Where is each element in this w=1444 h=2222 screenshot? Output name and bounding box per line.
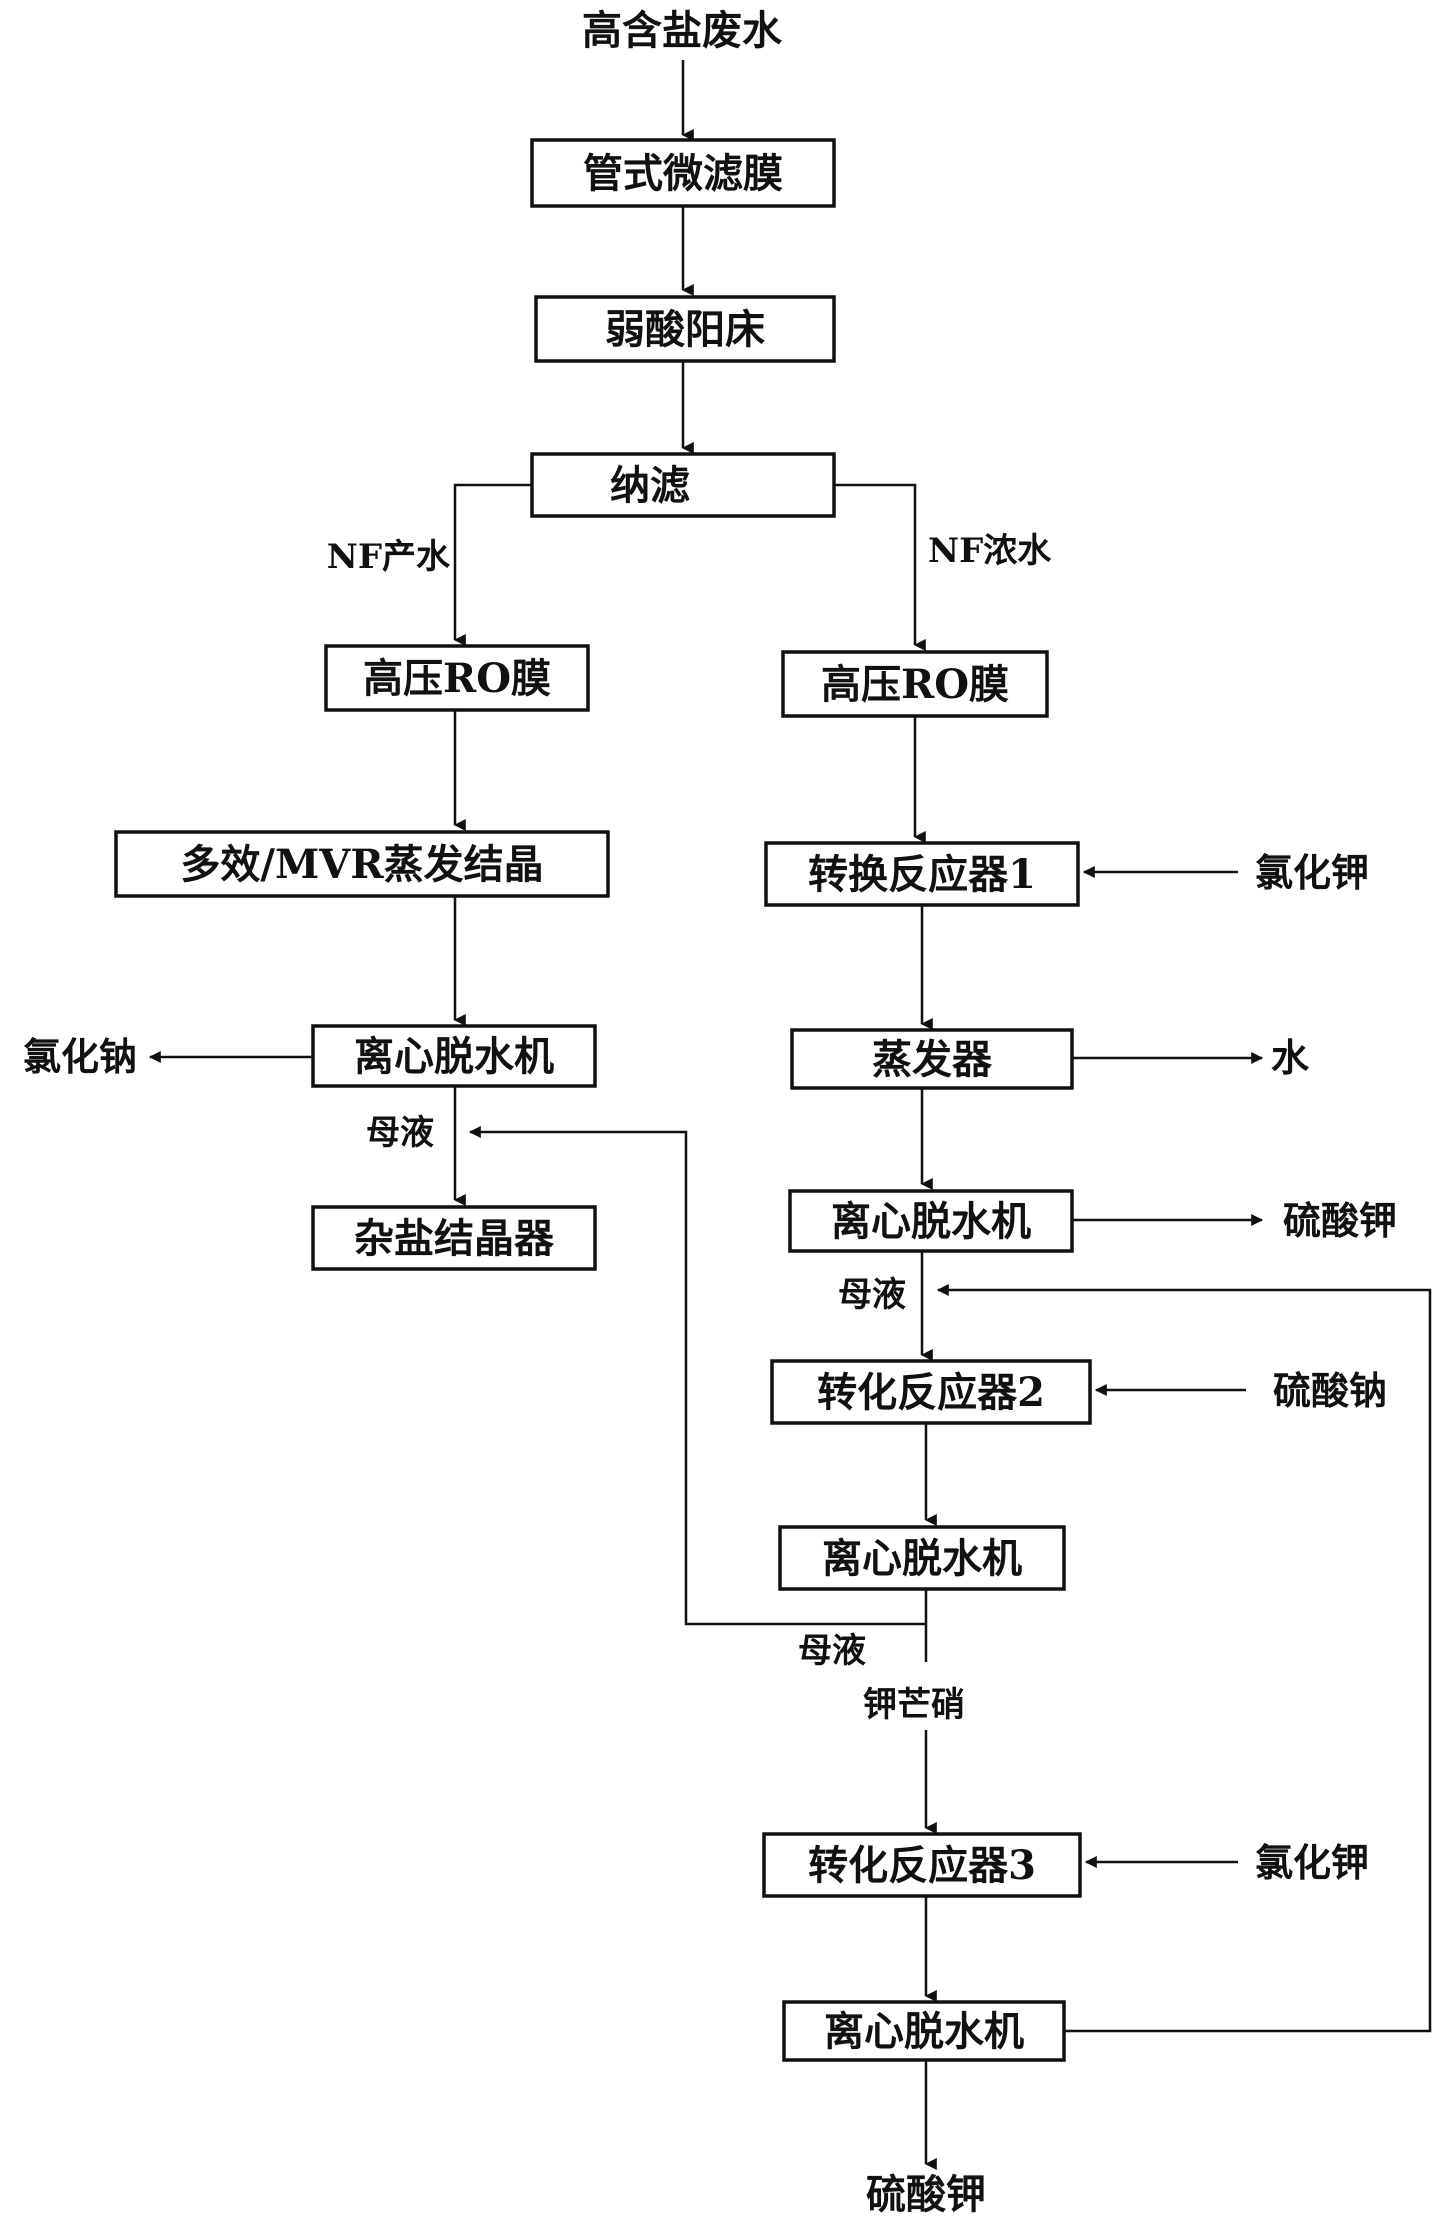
reactor-1-label: 转换反应器1 <box>808 851 1036 898</box>
right-centrifuge-3-box: 离心脱水机 <box>782 2000 1066 2062</box>
nf-permeate-label: NF产水 <box>327 537 451 577</box>
tubular-mf-box: 管式微滤膜 <box>530 138 836 208</box>
final-product-label: 硫酸钾 <box>866 2171 986 2218</box>
nanofiltration-label: 纳滤 <box>610 462 690 509</box>
right-ro-box: 高压RO膜 <box>781 650 1049 718</box>
mother-liquor-recycle-right <box>936 1284 1432 2033</box>
k2so4-output-label-1: 硫酸钾 <box>1283 1198 1397 1243</box>
evaporator-box: 蒸发器 <box>790 1028 1074 1090</box>
right-mother-liquor-label-1: 母液 <box>838 1275 906 1315</box>
source-label: 高含盐废水 <box>582 7 783 54</box>
glaserite-label: 钾芒硝 <box>863 1685 965 1725</box>
nacl-output-label: 氯化钠 <box>23 1034 137 1079</box>
nf-permeate-line <box>453 483 532 646</box>
left-ro-label: 高压RO膜 <box>363 655 551 702</box>
reactor-2-label: 转化反应器2 <box>817 1369 1045 1416</box>
evaporator-label: 蒸发器 <box>872 1036 993 1083</box>
right-centrifuge-2-box: 离心脱水机 <box>778 1525 1066 1591</box>
reactor-3-label: 转化反应器3 <box>808 1842 1036 1889</box>
weak-acid-cation-bed-box: 弱酸阳床 <box>534 295 836 363</box>
reactor-2-box: 转化反应器2 <box>770 1359 1092 1425</box>
evaporation-crystallization-box: 多效/MVR蒸发结晶 <box>114 830 610 898</box>
nf-concentrate-label: NF浓水 <box>928 531 1052 571</box>
right-centrifuge-2-label: 离心脱水机 <box>822 1535 1022 1582</box>
nanofiltration-box: 纳滤 <box>530 452 836 518</box>
mother-liquor-recycle-left <box>468 1126 926 1626</box>
evaporation-crystallization-label: 多效/MVR蒸发结晶 <box>180 841 543 888</box>
reactor-1-box: 转换反应器1 <box>764 841 1080 907</box>
right-centrifuge-3-label: 离心脱水机 <box>824 2008 1024 2055</box>
mixed-salt-crystallizer-box: 杂盐结晶器 <box>311 1205 597 1271</box>
kcl-input-label-1: 氯化钾 <box>1255 850 1369 895</box>
reactor-3-box: 转化反应器3 <box>762 1832 1082 1898</box>
nf-concentrate-line <box>834 483 926 651</box>
weak-acid-cation-bed-label: 弱酸阳床 <box>605 306 765 353</box>
left-ro-box: 高压RO膜 <box>324 644 590 712</box>
right-centrifuge-1-label: 离心脱水机 <box>831 1198 1031 1245</box>
left-mother-liquor-label: 母液 <box>366 1113 434 1153</box>
right-ro-label: 高压RO膜 <box>821 661 1009 708</box>
na2so4-input-label: 硫酸钠 <box>1273 1368 1387 1413</box>
left-centrifuge-label: 离心脱水机 <box>354 1033 554 1080</box>
mixed-salt-crystallizer-label: 杂盐结晶器 <box>354 1215 555 1262</box>
water-output-label: 水 <box>1271 1035 1310 1080</box>
kcl-input-label-3: 氯化钾 <box>1255 1840 1369 1885</box>
tubular-mf-label: 管式微滤膜 <box>583 150 783 197</box>
right-centrifuge-1-box: 离心脱水机 <box>788 1189 1074 1253</box>
right-mother-liquor-label-2: 母液 <box>798 1631 866 1671</box>
left-centrifuge-box: 离心脱水机 <box>311 1024 597 1088</box>
